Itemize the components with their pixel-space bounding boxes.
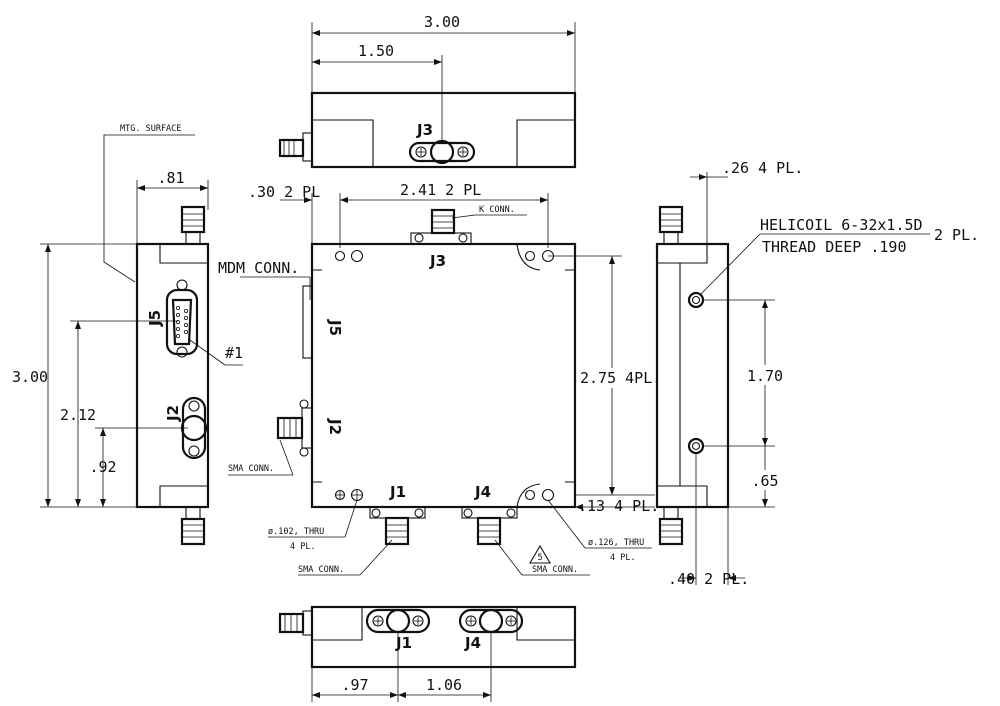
left-j5-label: J5 xyxy=(146,310,164,327)
left-depth-dim: .81 xyxy=(157,169,184,187)
front-j2-label: J2 xyxy=(326,418,344,435)
front-hole-spacing-dim: 2.41 2 PL xyxy=(400,181,481,199)
helicoil-qty: 2 PL. xyxy=(934,226,979,244)
left-j2-label: J2 xyxy=(164,405,182,422)
left-j5-height-dim: 2.12 xyxy=(60,406,96,424)
thru-hole-large-label: ø.126, THRU xyxy=(588,538,644,548)
bottom-j1-offset-dim: .97 xyxy=(341,676,368,694)
bottom-view: J1 J4 .97 1.06 xyxy=(278,605,577,702)
pin-one-label: #1 xyxy=(225,344,243,362)
top-j3-label: J3 xyxy=(416,121,433,139)
left-height-dim: 3.00 xyxy=(12,368,48,386)
mdm-conn-label: MDM CONN. xyxy=(218,259,299,277)
front-view: .30 2 PL 2.41 2 PL K CONN. J3 MDM CONN. … xyxy=(218,181,668,576)
hole-vertical-dim: 2.75 4PL. xyxy=(580,369,661,387)
thru-hole-large-qty: 4 PL. xyxy=(610,553,636,563)
thru-hole-small-qty: 4 PL. xyxy=(290,542,316,552)
bottom-j4-spacing-dim: 1.06 xyxy=(426,676,462,694)
sma-conn-left-label: SMA CONN. xyxy=(228,464,274,474)
base-offset-dim: .40 2 PL. xyxy=(668,570,749,588)
front-j3-label: J3 xyxy=(429,252,446,270)
helicoil-bottom-dim: .65 xyxy=(751,472,778,490)
top-connector-offset-dim: 1.50 xyxy=(358,42,394,60)
front-j5-label: J5 xyxy=(326,319,344,336)
bottom-j4-label: J4 xyxy=(464,634,481,652)
right-side-view: .26 4 PL. HELICOIL 6-32x1.5D 2 PL. THREA… xyxy=(655,159,979,588)
hole-bottom-dim: .13 4 PL. xyxy=(578,497,659,515)
mtg-surface-label: MTG. SURFACE xyxy=(120,124,181,134)
thru-hole-small-label: ø.102, THRU xyxy=(268,527,324,537)
front-j4-label: J4 xyxy=(474,483,491,501)
left-side-view: MTG. SURFACE .81 3.00 2.12 .92 xyxy=(12,124,243,546)
left-j2-height-dim: .92 xyxy=(89,458,116,476)
sma-conn-bottom-left-label: SMA CONN. xyxy=(298,565,344,575)
k-conn-label: K CONN. xyxy=(479,205,515,215)
helicoil-spacing-dim: 1.70 xyxy=(747,367,783,385)
thread-deep-spec: THREAD DEEP .190 xyxy=(762,238,907,256)
front-hole-offset-dim: .30 2 PL xyxy=(248,183,320,201)
top-width-dim: 3.00 xyxy=(424,13,460,31)
top-view: 3.00 1.50 J3 xyxy=(278,13,577,169)
front-j1-label: J1 xyxy=(389,483,406,501)
helicoil-spec: HELICOIL 6-32x1.5D xyxy=(760,216,923,234)
note-number: 5 xyxy=(537,553,542,563)
edge-offset-dim: .26 4 PL. xyxy=(722,159,803,177)
bottom-j1-label: J1 xyxy=(395,634,412,652)
sma-conn-bottom-right-label: SMA CONN. xyxy=(532,565,578,575)
